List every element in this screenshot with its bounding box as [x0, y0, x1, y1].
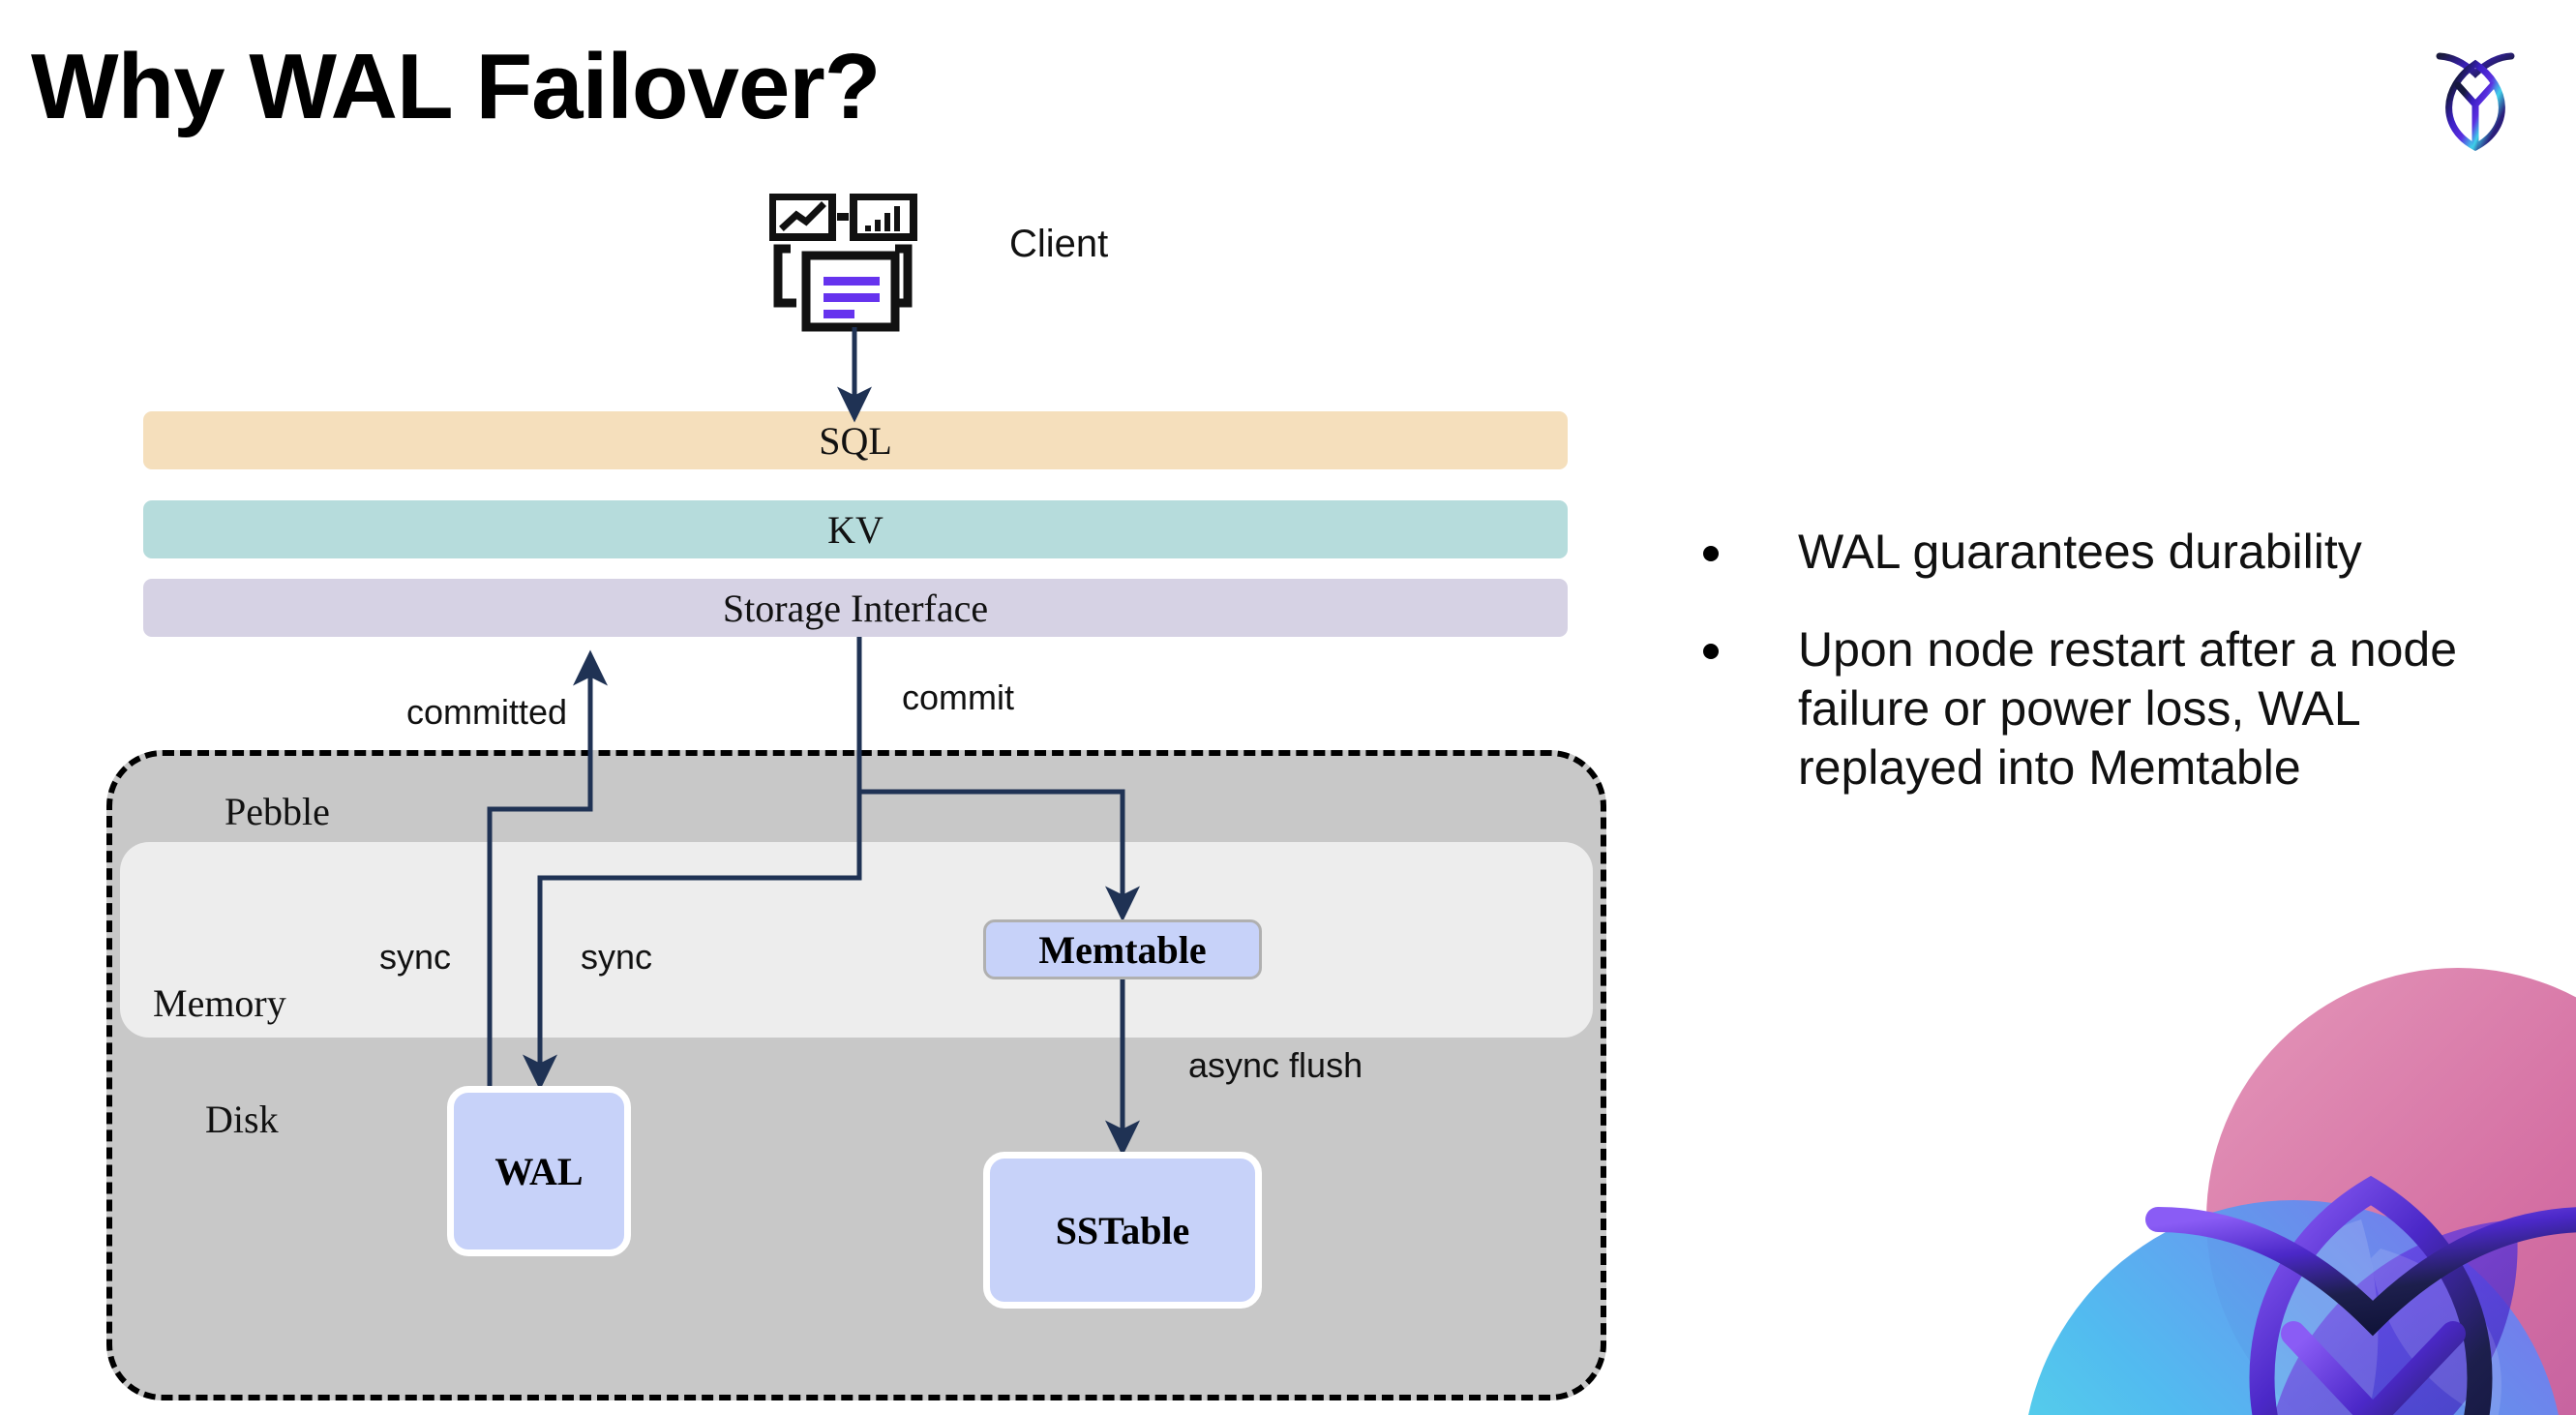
node-wal: WAL [447, 1086, 631, 1256]
pebble-label: Pebble [225, 790, 330, 833]
node-wal-label: WAL [494, 1149, 584, 1193]
client-dashboard-icon [768, 193, 934, 334]
layer-bar-kv: KV [143, 500, 1568, 558]
bullet-text: Upon node restart after a node failure o… [1798, 622, 2458, 795]
edge-label-sync-2: sync [581, 937, 653, 977]
list-item: Upon node restart after a node failure o… [1703, 620, 2516, 798]
bullet-list: WAL guarantees durability Upon node rest… [1703, 523, 2516, 836]
edge-label-async-flush: async flush [1188, 1045, 1363, 1085]
edge-label-sync-1: sync [379, 937, 452, 977]
layer-bar-storage-interface-label: Storage Interface [722, 586, 989, 630]
edge-label-commit: commit [902, 677, 1014, 717]
bullet-text: WAL guarantees durability [1798, 525, 2362, 579]
client-label: Client [1009, 223, 1109, 265]
edge-label-committed: committed [406, 692, 568, 732]
node-memtable-label: Memtable [1038, 927, 1207, 972]
node-memtable: Memtable [983, 919, 1262, 979]
page-title: Why WAL Failover? [31, 35, 881, 138]
memory-label: Memory [153, 981, 286, 1025]
layer-bar-sql-label: SQL [819, 418, 892, 463]
brand-decoration-graphic [1974, 929, 2576, 1415]
cockroach-leaf-logo-icon [2408, 27, 2543, 163]
bullet-dot-icon [1703, 644, 1719, 659]
list-item: WAL guarantees durability [1703, 523, 2516, 582]
layer-bar-storage-interface: Storage Interface [143, 579, 1568, 637]
memory-band [120, 842, 1593, 1038]
layer-bar-kv-label: KV [827, 507, 884, 552]
node-sstable-label: SSTable [1055, 1208, 1190, 1252]
disk-label: Disk [205, 1098, 279, 1141]
node-sstable: SSTable [983, 1152, 1262, 1309]
bullet-dot-icon [1703, 546, 1719, 561]
layer-bar-sql: SQL [143, 411, 1568, 469]
